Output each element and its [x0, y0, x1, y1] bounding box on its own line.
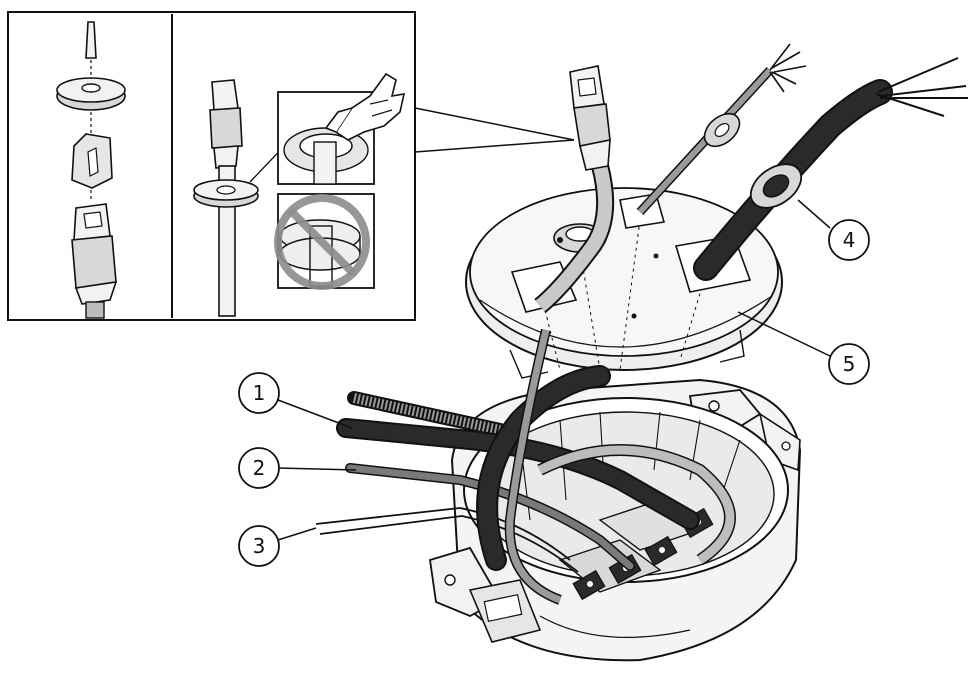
callout-label-4: 4: [843, 228, 856, 252]
inset-panel: [7, 11, 416, 321]
callout-5: 5: [737, 311, 870, 385]
callout-3: 3: [238, 525, 317, 567]
callout-label-5: 5: [843, 352, 856, 376]
hand-pointer-icon: [324, 72, 406, 141]
incoming-cables: [315, 328, 736, 605]
cables-through-lid: [534, 43, 968, 314]
prohibited-icon: [274, 194, 370, 290]
rj45-connector-icon: [71, 203, 118, 319]
cable-cover-lid: [465, 187, 783, 379]
exploded-assembly: [56, 21, 126, 319]
callout-label-3: 3: [253, 534, 266, 558]
callout-1: 1: [238, 372, 353, 429]
terminal-blocks: [572, 507, 714, 601]
callout-2: 2: [238, 447, 357, 489]
callout-label-1: 1: [253, 381, 266, 405]
grommet-icon: [56, 77, 126, 111]
threading-steps: [193, 72, 406, 317]
detail-pointer: [414, 107, 575, 153]
callout-4: 4: [797, 199, 870, 261]
callout-label-2: 2: [253, 456, 266, 480]
